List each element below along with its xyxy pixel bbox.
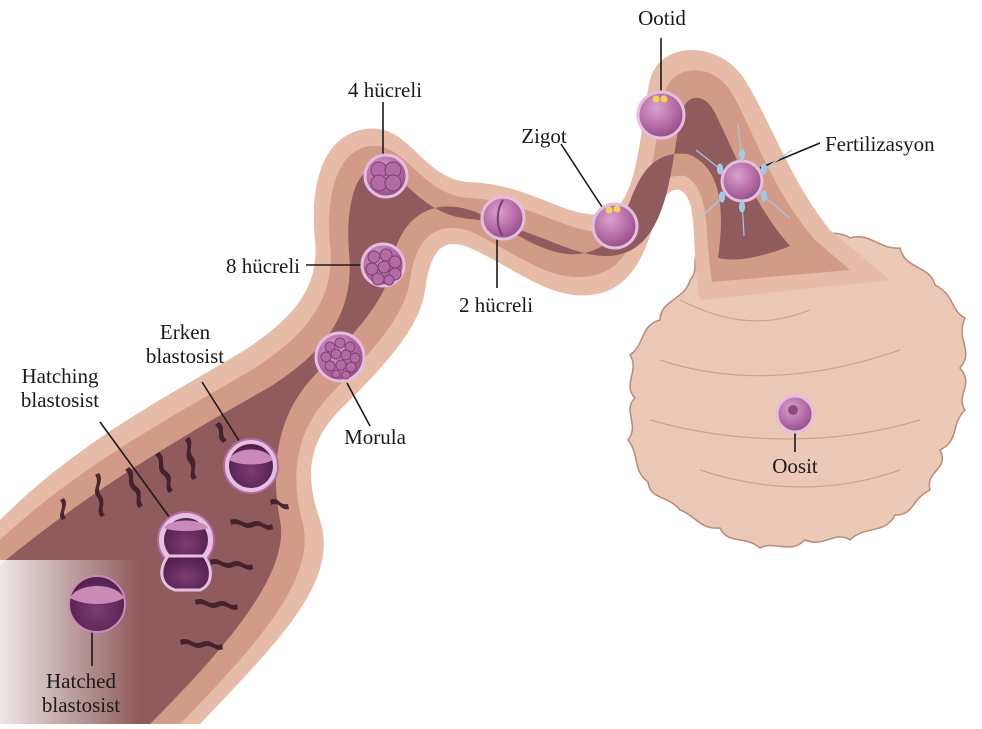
two-cell [482, 197, 524, 239]
label-2-hucreli: 2 hücreli [440, 293, 552, 317]
hatched-blastocyst [69, 576, 125, 632]
label-erken-line2: blastosist [130, 344, 240, 368]
zigot-cell [593, 204, 637, 248]
label-hatching-blastosist: Hatching blastosist [4, 364, 116, 412]
label-hatching-line1: Hatching [4, 364, 116, 388]
label-hatched-blastosist: Hatched blastosist [26, 669, 136, 717]
label-hatched-line1: Hatched [26, 669, 136, 693]
label-ootid: Ootid [619, 6, 705, 30]
four-cell [365, 155, 407, 197]
label-8-hucreli: 8 hücreli [178, 254, 300, 278]
label-erken-line1: Erken [130, 320, 240, 344]
early-blastocyst [224, 439, 278, 493]
label-4-hucreli: 4 hücreli [325, 78, 445, 102]
label-fertilizasyon: Fertilizasyon [825, 132, 935, 156]
label-erken-blastosist: Erken blastosist [130, 320, 240, 368]
ootid-cell [638, 92, 684, 138]
hatching-blastocyst [158, 512, 214, 590]
label-morula: Morula [330, 425, 420, 449]
eight-cell [362, 244, 404, 286]
label-zigot: Zigot [504, 124, 584, 148]
morula-cell [316, 333, 364, 381]
oosit-cell [777, 396, 813, 432]
label-hatched-line2: blastosist [26, 693, 136, 717]
label-oosit: Oosit [755, 454, 835, 478]
label-hatching-line2: blastosist [4, 388, 116, 412]
